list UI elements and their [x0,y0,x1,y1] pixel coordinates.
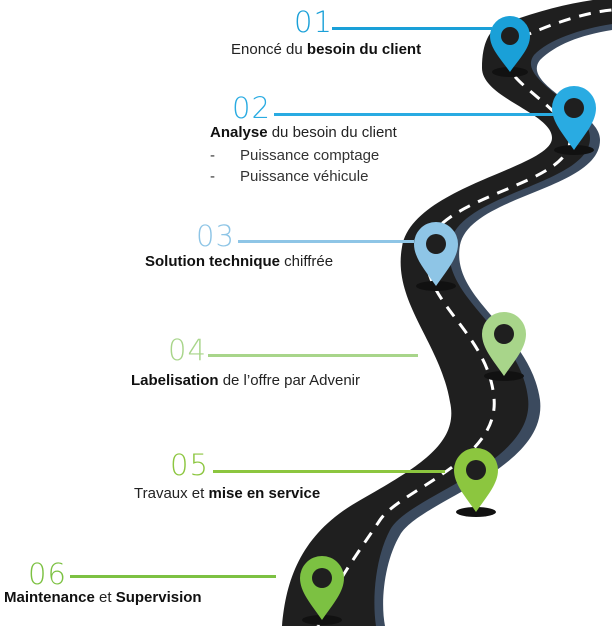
step-01-connector [332,27,492,30]
step-01-label: Enoncé du besoin du client [231,41,422,58]
step-02-sub-item: -Puissance véhicule [210,168,369,185]
step-06-number: 06 [28,557,67,591]
step-02-number: 02 [232,91,271,125]
step-01-number: 01 [294,5,333,39]
pin-03 [414,222,458,291]
step-03-label: Solution technique chiffrée [145,253,334,270]
step-04-label: Labelisation de l’offre par Advenir [131,372,361,389]
pin-02 [552,86,596,155]
pin-01 [490,16,530,77]
road-surface [282,0,612,626]
step-05-label: Travaux et mise en service [134,485,321,502]
step-06-connector [70,575,276,578]
step-04-connector [208,354,418,357]
step-05-connector [213,470,445,473]
pin-06 [300,556,344,625]
pin-04 [482,312,526,381]
step-02-label: Analyse du besoin du client [210,124,397,141]
pin-05 [454,448,498,517]
step-02-connector [274,113,556,116]
step-03-number: 03 [196,219,235,253]
step-03-connector [238,240,414,243]
step-02-sub-item: -Puissance comptage [210,147,380,164]
step-06-label: Maintenance et Supervision [4,589,202,606]
step-04-number: 04 [168,333,207,367]
step-05-number: 05 [170,448,209,482]
